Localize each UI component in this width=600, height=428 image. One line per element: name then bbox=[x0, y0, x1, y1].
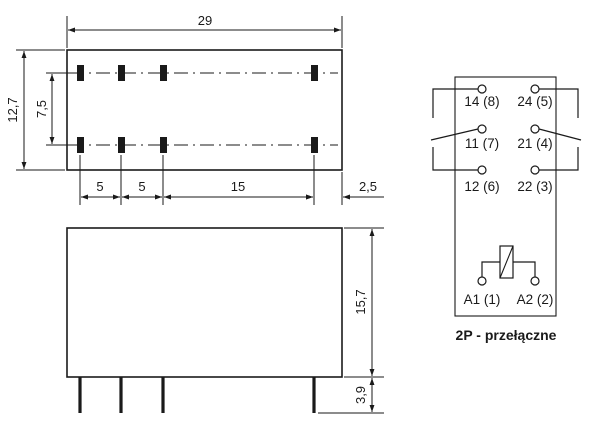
dimension-side-heights: 15,7 3,9 bbox=[318, 227, 384, 414]
terminal-label-11: 11 (7) bbox=[465, 136, 499, 151]
contact-set-2 bbox=[530, 84, 582, 175]
dimension-top-height: 12,7 bbox=[5, 49, 65, 171]
pin-top-1 bbox=[77, 65, 84, 81]
side-view-outline bbox=[66, 227, 343, 378]
pin-bottom-1 bbox=[77, 137, 84, 153]
terminal-label-14: 14 (8) bbox=[464, 94, 499, 109]
terminal-label-a1: A1 (1) bbox=[464, 292, 501, 307]
switch-arm-2 bbox=[538, 128, 582, 141]
terminal-21-circle bbox=[530, 124, 540, 134]
dimension-pitch-1-label: 5 bbox=[96, 179, 103, 194]
dimension-body-height-label: 15,7 bbox=[353, 289, 368, 314]
switch-arm-1 bbox=[430, 128, 479, 141]
schematic-outline bbox=[454, 76, 557, 317]
dimension-pin-row-spacing-label: 7,5 bbox=[34, 100, 49, 118]
schematic-caption: 2P - przełączne bbox=[456, 327, 557, 343]
pin-top-3 bbox=[160, 65, 167, 81]
terminal-12-circle bbox=[477, 165, 487, 175]
coil-symbol bbox=[477, 245, 540, 286]
pin-top-2 bbox=[118, 65, 125, 81]
terminal-a2-circle bbox=[530, 276, 540, 286]
dimension-overall-width-label: 29 bbox=[198, 13, 212, 28]
terminal-24-circle bbox=[530, 84, 540, 94]
pin-bottom-3 bbox=[160, 137, 167, 153]
contact-set-1 bbox=[430, 84, 487, 175]
pin-top-4 bbox=[311, 65, 318, 81]
relay-schematic: 14 (8) 24 (5) 11 (7) 21 (4) 12 (6) 22 (3… bbox=[430, 76, 582, 343]
dimension-top-height-label: 12,7 bbox=[5, 97, 20, 122]
dimension-edge-offset-label: 2,5 bbox=[359, 179, 377, 194]
top-view-outline bbox=[66, 49, 343, 171]
terminal-label-21: 21 (4) bbox=[517, 136, 552, 151]
terminal-11-circle bbox=[477, 124, 487, 134]
dimension-pitch-3-label: 15 bbox=[231, 179, 245, 194]
terminal-label-12: 12 (6) bbox=[464, 179, 499, 194]
dimension-pin-pitches: 5 5 15 2,5 bbox=[79, 155, 384, 205]
top-view bbox=[66, 49, 343, 171]
dimension-pin-length-label: 3,9 bbox=[353, 386, 368, 404]
terminal-label-22: 22 (3) bbox=[517, 179, 552, 194]
terminal-label-24: 24 (5) bbox=[517, 94, 552, 109]
pin-bottom-4 bbox=[311, 137, 318, 153]
dimension-pin-row-spacing: 7,5 bbox=[34, 72, 74, 146]
terminal-label-a2: A2 (2) bbox=[517, 292, 554, 307]
terminal-22-circle bbox=[530, 165, 540, 175]
terminal-a1-circle bbox=[477, 276, 487, 286]
side-view bbox=[66, 227, 343, 413]
pin-bottom-2 bbox=[118, 137, 125, 153]
dimension-pitch-2-label: 5 bbox=[138, 179, 145, 194]
dimension-overall-width: 29 bbox=[66, 13, 343, 48]
terminal-14-circle bbox=[477, 84, 487, 94]
